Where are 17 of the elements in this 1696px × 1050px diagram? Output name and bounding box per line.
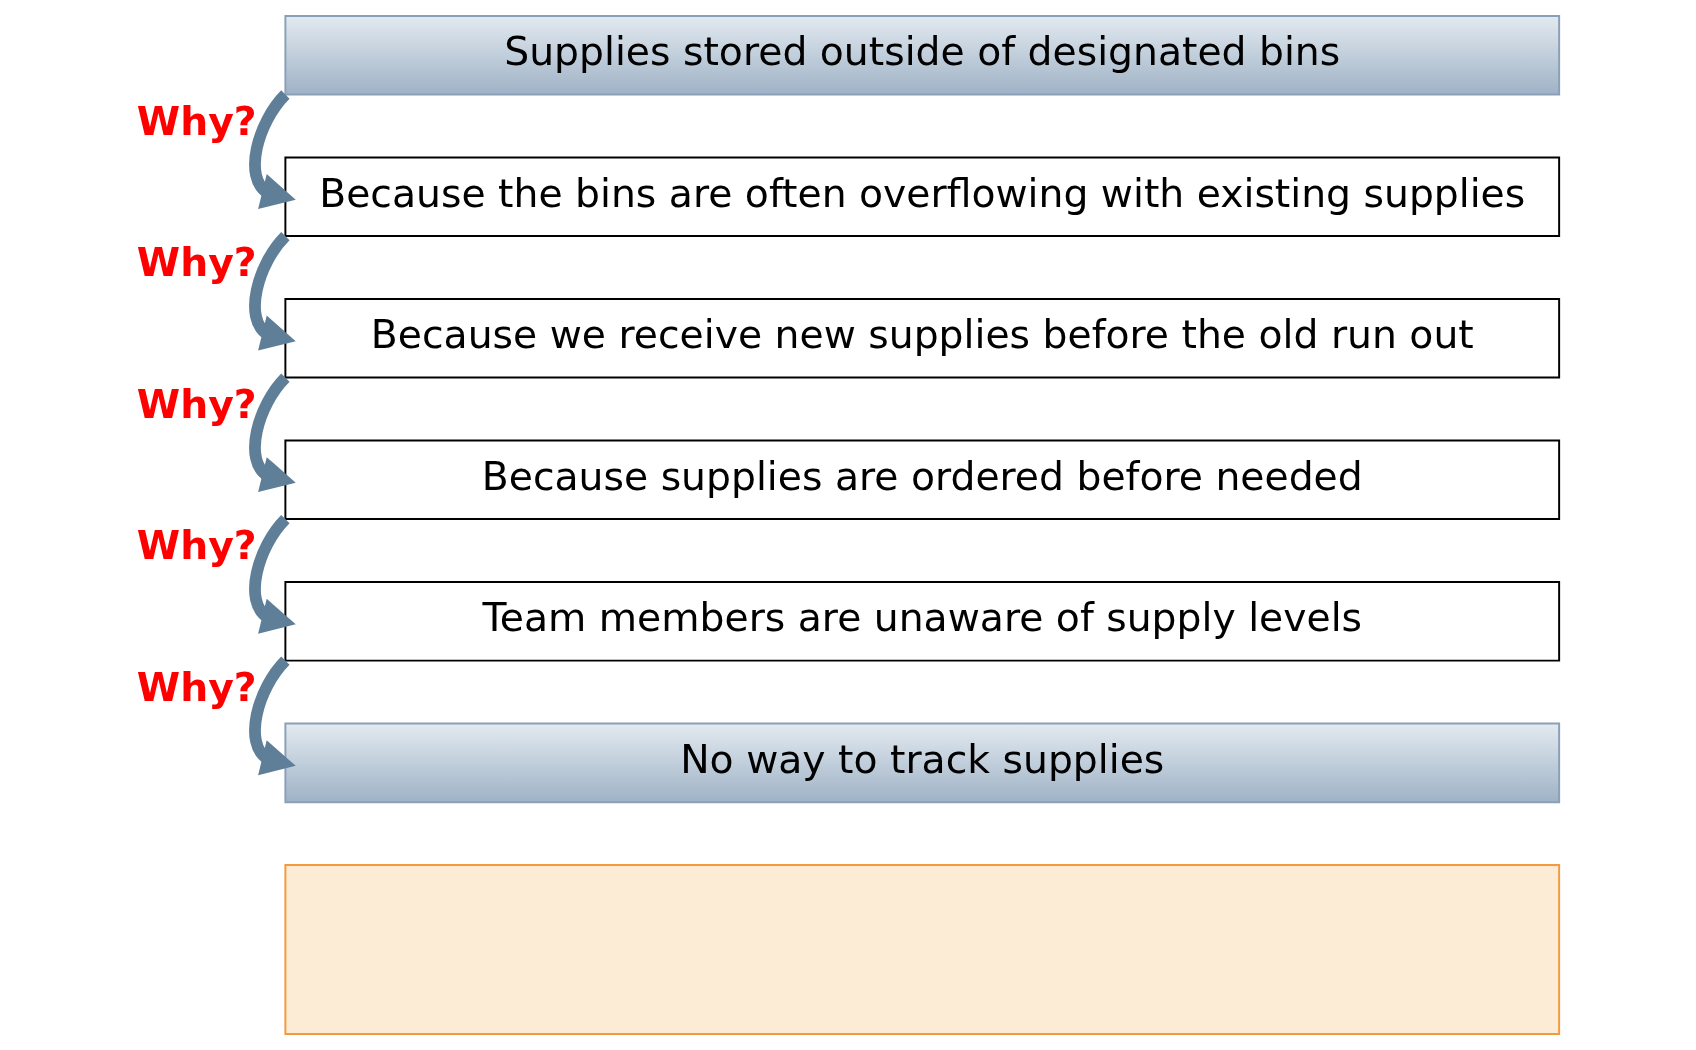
edge-label: Why?: [136, 240, 257, 286]
node-box: Because the bins are often overflowing with existing supplies: [284, 156, 1561, 238]
node-box: Because we receive new supplies before the old run out: [284, 297, 1561, 379]
arrow: [249, 232, 296, 351]
edge-label: Why?: [136, 664, 257, 710]
node-box: No way to track supplies: [284, 722, 1561, 804]
arrow: [249, 515, 296, 634]
edge-label: Why?: [136, 98, 257, 144]
edge-label: Why?: [136, 523, 257, 569]
arrow: [249, 90, 296, 210]
node-box: [284, 864, 1561, 1036]
node-box: Team members are unaware of supply levels: [284, 581, 1561, 662]
node-box: Because supplies are ordered before needed: [284, 439, 1561, 521]
edge-label: Why?: [136, 381, 257, 427]
arrow: [249, 656, 296, 776]
node-box: Supplies stored outside of designated bins: [284, 14, 1561, 96]
arrow: [249, 373, 296, 493]
